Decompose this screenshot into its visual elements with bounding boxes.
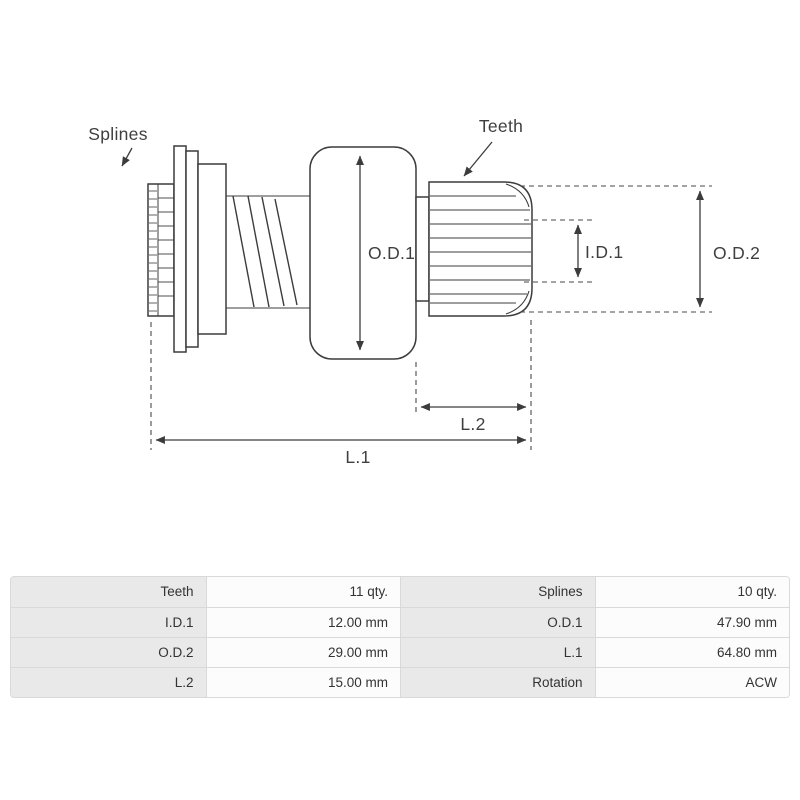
spec-label-id1: I.D.1 bbox=[11, 607, 206, 637]
spec-value-od2: 29.00 mm bbox=[205, 637, 400, 667]
dimension-arrows bbox=[121, 141, 704, 444]
neck bbox=[415, 196, 430, 302]
spec-label-l1: L.1 bbox=[400, 637, 595, 667]
l1-dimension-label: L.1 bbox=[345, 447, 370, 467]
spline-groove-lines bbox=[158, 197, 174, 297]
spec-label-od2: O.D.2 bbox=[11, 637, 206, 667]
spec-label-l2: L.2 bbox=[11, 667, 206, 697]
teeth-callout-label: Teeth bbox=[479, 116, 523, 136]
od2-dimension-label: O.D.2 bbox=[713, 243, 760, 263]
extension-lines bbox=[150, 185, 712, 450]
spec-row: Teeth 11 qty. Splines 10 qty. bbox=[11, 577, 789, 607]
spec-table: Teeth 11 qty. Splines 10 qty. I.D.1 12.0… bbox=[10, 576, 790, 698]
spline-shaft bbox=[147, 183, 175, 317]
splines-leader-arrow bbox=[121, 147, 133, 167]
flange-hub bbox=[173, 145, 227, 353]
spec-label-rotation: Rotation bbox=[400, 667, 595, 697]
pinion-gear bbox=[428, 181, 533, 317]
spec-value-l2: 15.00 mm bbox=[205, 667, 400, 697]
spec-value-id1: 12.00 mm bbox=[205, 607, 400, 637]
spec-label-teeth: Teeth bbox=[11, 577, 206, 607]
technical-drawing: Splines Teeth O.D.1 I.D.1 O.D.2 L.2 L.1 bbox=[88, 116, 760, 467]
spec-row: I.D.1 12.00 mm O.D.1 47.90 mm bbox=[11, 607, 789, 637]
gear-teeth-lines bbox=[430, 195, 531, 304]
spec-label-od1: O.D.1 bbox=[400, 607, 595, 637]
od1-dimension-label: O.D.1 bbox=[368, 243, 415, 263]
teeth-leader-arrow bbox=[463, 141, 493, 177]
spec-value-teeth: 11 qty. bbox=[205, 577, 400, 607]
starter-drive-diagram: Splines Teeth O.D.1 I.D.1 O.D.2 L.2 L.1 bbox=[88, 116, 760, 467]
spec-row: O.D.2 29.00 mm L.1 64.80 mm bbox=[11, 637, 789, 667]
gear-chamfer-top bbox=[505, 183, 530, 208]
spec-value-od1: 47.90 mm bbox=[594, 607, 789, 637]
gear-chamfer-bottom bbox=[505, 290, 530, 315]
spec-value-rotation: ACW bbox=[594, 667, 789, 697]
spring-coils bbox=[232, 195, 298, 308]
spec-row: L.2 15.00 mm Rotation ACW bbox=[11, 667, 789, 697]
spec-value-splines: 10 qty. bbox=[594, 577, 789, 607]
spec-value-l1: 64.80 mm bbox=[594, 637, 789, 667]
spline-knurl-lines bbox=[149, 190, 157, 312]
spec-label-splines: Splines bbox=[400, 577, 595, 607]
id1-dimension-label: I.D.1 bbox=[585, 242, 623, 262]
diagram-labels: Splines Teeth O.D.1 I.D.1 O.D.2 L.2 L.1 bbox=[88, 116, 760, 467]
part-outline bbox=[147, 145, 533, 360]
l2-dimension-label: L.2 bbox=[460, 414, 485, 434]
splines-callout-label: Splines bbox=[88, 124, 148, 144]
